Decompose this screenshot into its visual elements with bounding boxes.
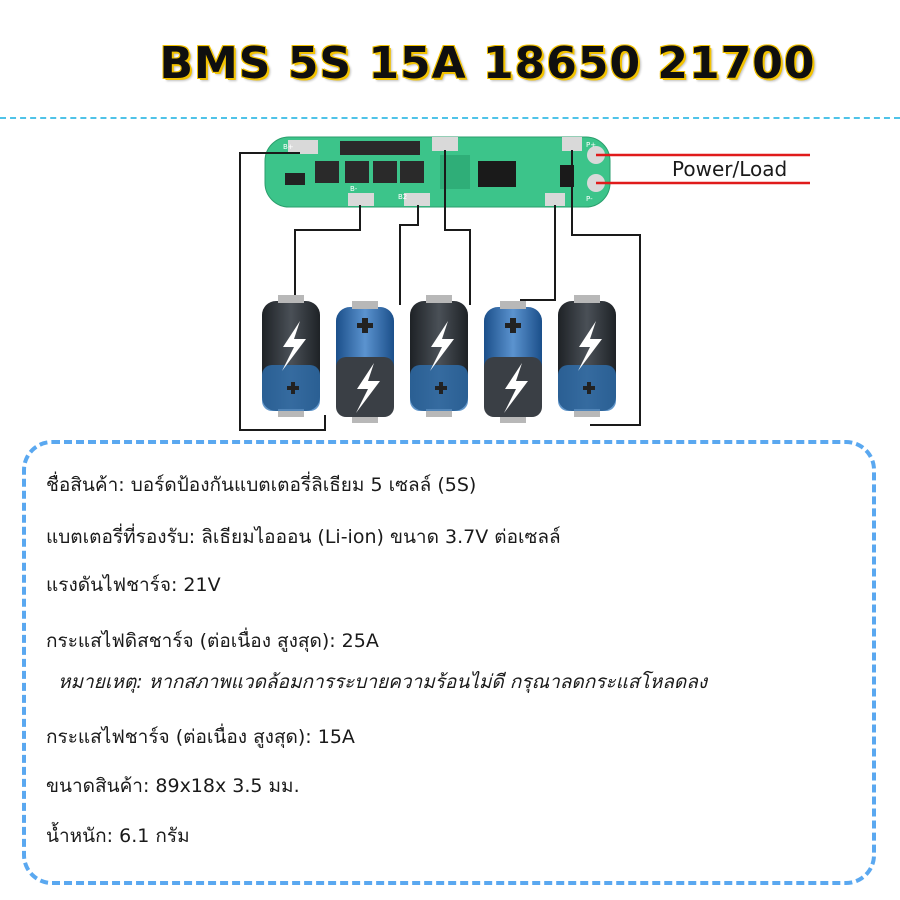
battery-cell (336, 301, 394, 423)
pad-label-p-minus: P- (586, 195, 593, 203)
page-title: BMS 5S 15A 18650 21700 (159, 38, 816, 89)
battery-cell (410, 295, 468, 417)
battery-cell (484, 301, 542, 423)
ic-chip (478, 161, 516, 187)
mosfet (315, 161, 339, 183)
pad-b2 (404, 193, 430, 206)
spec-product-name: ชื่อสินค้า: บอร์ดป้องกันแบตเตอรี่ลิเธียม… (46, 474, 477, 496)
spec-charge-voltage: แรงดันไฟชาร์จ: 21V (46, 574, 221, 596)
spec-weight: น้ำหนัก: 6.1 กรัม (46, 825, 190, 847)
spec-size: ขนาดสินค้า: 89x18x 3.5 มม. (46, 775, 300, 797)
spec-box (22, 440, 876, 885)
divider-line (0, 117, 900, 119)
mosfet (345, 161, 369, 183)
pad-b-plus (288, 140, 318, 154)
spec-discharge-current: กระแสไฟดิสชาร์จ (ต่อเนื่อง สูงสุด): 25A (46, 630, 379, 652)
power-load-label: Power/Load (672, 157, 787, 181)
spec-battery-type: แบตเตอรี่ที่รองรับ: ลิเธียมไอออน (Li-ion… (46, 526, 561, 548)
pad-label-b2: B2 (398, 193, 407, 201)
pad-b-minus (348, 193, 374, 206)
bms-pcb-board: B+ B- B2 P+ P- (264, 136, 611, 208)
pad-b5 (562, 137, 582, 151)
pad-b4 (545, 193, 565, 206)
battery-cell (558, 295, 616, 417)
battery-cell (262, 295, 320, 417)
mosfet (400, 161, 424, 183)
balance-wires (239, 150, 641, 431)
pad-b3 (432, 137, 458, 151)
spec-charge-current: กระแสไฟชาร์จ (ต่อเนื่อง สูงสุด): 15A (46, 726, 355, 748)
mosfet (373, 161, 397, 183)
pad-label-b-plus: B+ (283, 143, 294, 151)
pad-label-p-plus: P+ (586, 141, 596, 149)
wiring-diagram: B+ B- B2 P+ P- Power/Load (239, 136, 810, 431)
pad-label-b-minus: B- (350, 185, 358, 193)
spec-note: หมายเหตุ: หากสภาพแวดล้อมการระบายความร้อน… (58, 671, 708, 693)
